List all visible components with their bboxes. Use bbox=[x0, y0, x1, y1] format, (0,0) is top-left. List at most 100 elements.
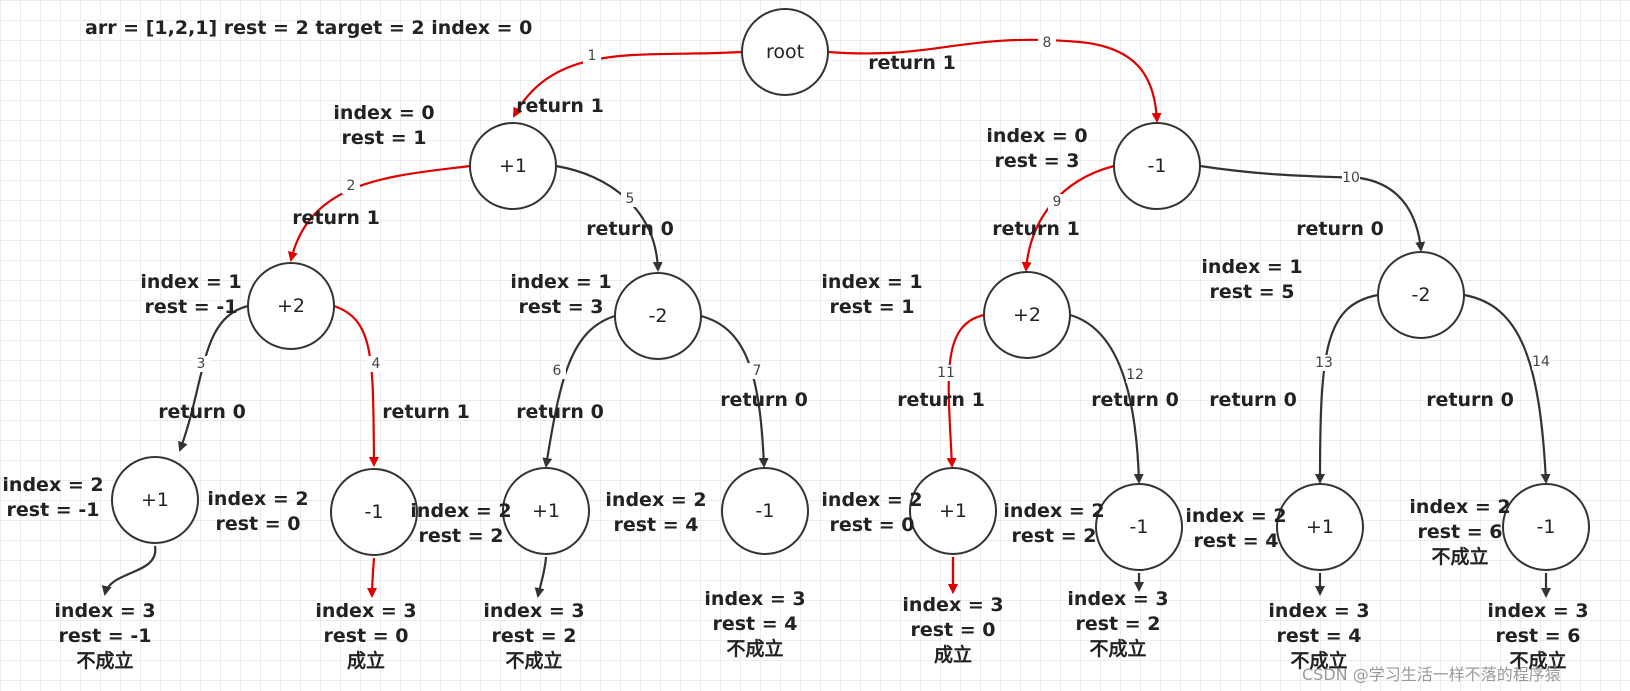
edge-line-e12 bbox=[1069, 313, 1144, 484]
edge-line-e13 bbox=[1315, 293, 1379, 484]
node-label-n_p1_p2: +2 bbox=[277, 295, 305, 317]
edge-number-bg bbox=[342, 178, 360, 194]
annotation-line: 成立 bbox=[347, 649, 385, 672]
nodes-layer: root+1-1+2-2+2-2+1-1+1-1+1-1+1-1 bbox=[111, 8, 1590, 571]
annotation-line: index = 0 bbox=[333, 102, 434, 124]
edge-e7: 7 bbox=[700, 314, 769, 468]
node-label-l1: +1 bbox=[141, 489, 169, 511]
annotation-line: index = 3 bbox=[902, 594, 1003, 616]
annotation-ret_e8: return 1 bbox=[868, 52, 956, 74]
annotation-ret_e3: return 0 bbox=[158, 401, 246, 423]
annotation-line: return 0 bbox=[586, 218, 674, 240]
annotation-line: index = 2 bbox=[2, 474, 103, 496]
tree-node-l7: +1 bbox=[1276, 483, 1364, 571]
annotation-line: rest = 2 bbox=[418, 525, 503, 547]
node-circle bbox=[909, 467, 997, 555]
edge-e1: 1 bbox=[513, 48, 743, 118]
annotation-line: rest = 4 bbox=[712, 613, 797, 635]
annotation-st_l3: index = 2 rest = 2 bbox=[410, 500, 511, 547]
edge-t1 bbox=[101, 545, 157, 596]
tree-node-n_p1_p2: +2 bbox=[247, 262, 335, 350]
node-label-l2: -1 bbox=[365, 501, 384, 523]
edge-number-e13: 13 bbox=[1315, 355, 1333, 371]
edge-line-t1 bbox=[101, 545, 157, 596]
annotation-line: index = 2 bbox=[1409, 496, 1510, 518]
edge-t3 bbox=[534, 556, 548, 598]
node-circle bbox=[247, 262, 335, 350]
edge-number-bg bbox=[1126, 367, 1144, 383]
annotation-line: index = 2 bbox=[410, 500, 511, 522]
edge-e9: 9 bbox=[1021, 164, 1115, 272]
annotation-line: index = 3 bbox=[1487, 600, 1588, 622]
edge-line-e11 bbox=[946, 313, 985, 468]
annotation-line: rest = 0 bbox=[829, 514, 914, 536]
node-label-n_m1: -1 bbox=[1148, 155, 1167, 177]
annotation-line: index = 1 bbox=[140, 271, 241, 293]
tree-node-l2: -1 bbox=[330, 468, 418, 556]
annotation-ret_e13: return 0 bbox=[1209, 389, 1297, 411]
node-label-l6: -1 bbox=[1130, 516, 1149, 538]
annotation-line: index = 1 bbox=[1201, 256, 1302, 278]
annotation-line: return 0 bbox=[158, 401, 246, 423]
annotation-line: rest = 4 bbox=[1193, 530, 1278, 552]
node-label-l4: -1 bbox=[756, 500, 775, 522]
annotation-line: rest = 5 bbox=[1209, 281, 1294, 303]
annotation-line: return 1 bbox=[897, 389, 985, 411]
node-circle bbox=[1276, 483, 1364, 571]
edge-number-e1: 1 bbox=[588, 48, 597, 64]
annotations-layer: return 1 return 1 return 1 return 0 return 1… bbox=[2, 52, 1588, 672]
edge-number-e10: 10 bbox=[1342, 170, 1360, 186]
node-circle bbox=[614, 272, 702, 360]
node-circle bbox=[469, 122, 557, 210]
tree-node-n_m1_m2: -2 bbox=[1377, 251, 1465, 339]
edge-line-e14 bbox=[1463, 293, 1551, 484]
edge-number-bg bbox=[367, 356, 385, 372]
annotation-line: return 1 bbox=[868, 52, 956, 74]
node-circle bbox=[111, 456, 199, 544]
edge-number-bg bbox=[1315, 355, 1333, 371]
annotation-ret_e2: return 1 bbox=[292, 207, 380, 229]
annotation-line: index = 3 bbox=[54, 600, 155, 622]
node-circle bbox=[1095, 483, 1183, 571]
annotation-ret_e4: return 1 bbox=[382, 401, 470, 423]
node-label-l5: +1 bbox=[939, 500, 967, 522]
annotation-line: index = 0 bbox=[986, 125, 1087, 147]
tree-node-n_m1: -1 bbox=[1113, 122, 1201, 210]
edge-e8: 8 bbox=[827, 35, 1162, 123]
annotation-line: rest = -1 bbox=[59, 625, 152, 647]
edge-e4: 4 bbox=[333, 304, 385, 467]
edge-line-e3 bbox=[178, 304, 249, 452]
annotation-line: return 0 bbox=[720, 389, 808, 411]
annotation-line: return 1 bbox=[382, 401, 470, 423]
annotation-line: rest = 2 bbox=[491, 625, 576, 647]
annotation-line: index = 2 bbox=[1185, 505, 1286, 527]
edge-e3: 3 bbox=[178, 304, 249, 452]
annotation-line: return 1 bbox=[292, 207, 380, 229]
node-label-n_m1_p2: +2 bbox=[1013, 304, 1041, 326]
edge-line-e4 bbox=[333, 304, 379, 467]
annotation-line: 不成立 bbox=[1290, 649, 1347, 672]
annotation-line: index = 2 bbox=[821, 489, 922, 511]
tree-node-root: root bbox=[741, 8, 829, 96]
edge-number-e2: 2 bbox=[347, 178, 356, 194]
edge-e6: 6 bbox=[542, 314, 616, 468]
edge-number-e4: 4 bbox=[372, 356, 381, 372]
node-label-n_p1_m2: -2 bbox=[649, 305, 668, 327]
annotation-line: return 0 bbox=[1091, 389, 1179, 411]
node-circle bbox=[741, 8, 829, 96]
edge-line-t3 bbox=[534, 556, 548, 598]
annotation-ret_e7: return 0 bbox=[720, 389, 808, 411]
tree-node-l1: +1 bbox=[111, 456, 199, 544]
node-circle bbox=[1377, 251, 1465, 339]
node-label-n_m1_m2: -2 bbox=[1412, 284, 1431, 306]
edge-number-e14: 14 bbox=[1532, 354, 1550, 370]
edge-e13: 13 bbox=[1315, 293, 1379, 484]
annotation-ret_e9: return 1 bbox=[992, 218, 1080, 240]
node-label-root: root bbox=[766, 41, 804, 63]
